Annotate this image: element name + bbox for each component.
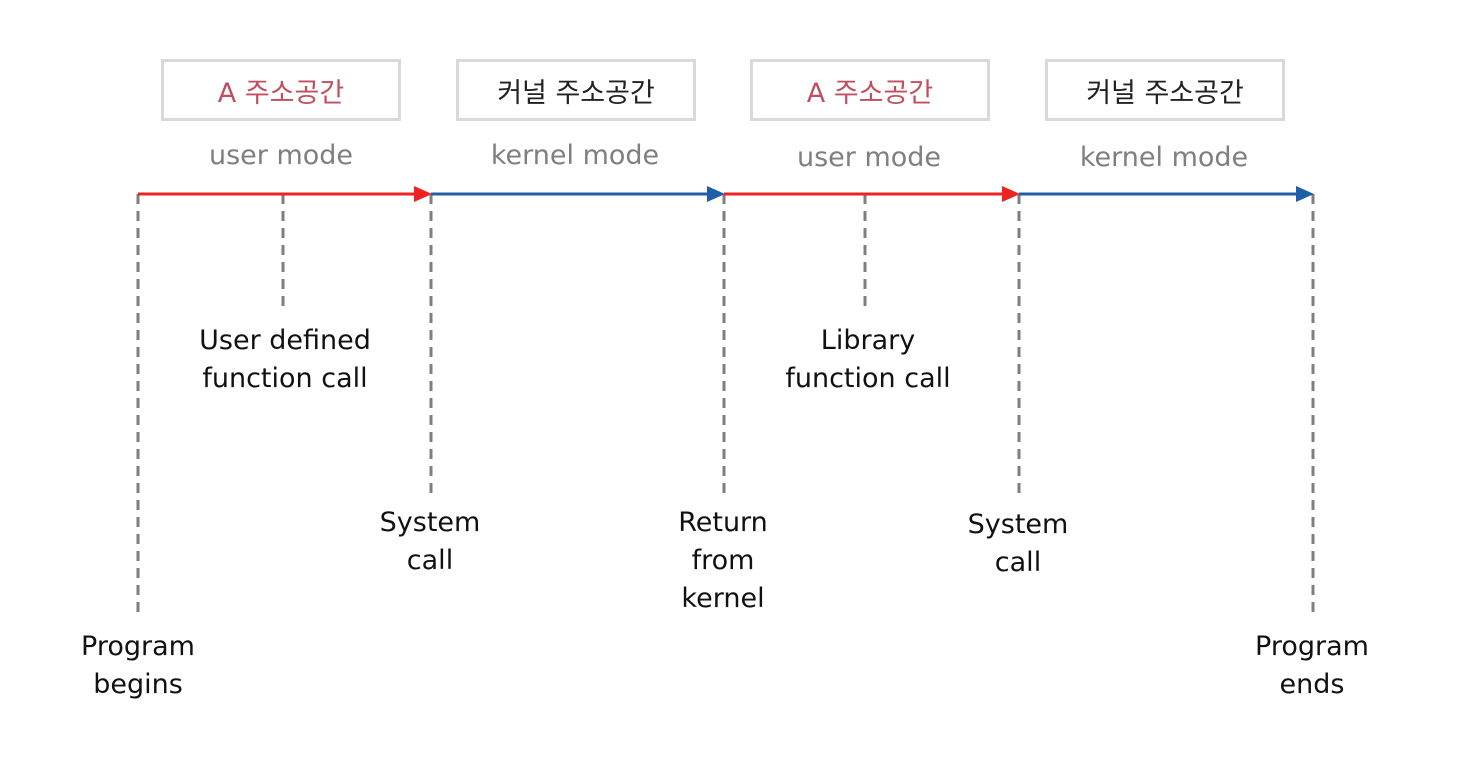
mode-label-user-1: user mode — [208, 140, 354, 171]
arrowhead-user-2 — [1002, 186, 1020, 202]
event-label-program-ends: Program ends — [1255, 631, 1369, 700]
event-label-library-function-call: Library function call — [785, 325, 951, 394]
arrowhead-kernel-1 — [707, 186, 725, 202]
address-space-box-kernel-1: 커널 주소공간 — [456, 59, 696, 121]
event-label-system-call-1: System call — [379, 507, 481, 576]
address-space-box-kernel-2: 커널 주소공간 — [1045, 59, 1285, 121]
address-space-box-user-1: A 주소공간 — [161, 59, 401, 121]
event-label-return-from-kernel: Return from kernel — [678, 507, 768, 614]
arrowhead-user-1 — [414, 186, 432, 202]
event-label-user-function-call: User defined function call — [199, 325, 371, 394]
mode-label-kernel-1: kernel mode — [490, 140, 660, 171]
mode-label-kernel-2: kernel mode — [1079, 142, 1249, 173]
event-label-system-call-2: System call — [967, 509, 1069, 578]
arrowhead-kernel-2 — [1296, 186, 1314, 202]
event-label-program-begins: Program begins — [81, 631, 195, 700]
mode-label-user-2: user mode — [796, 142, 942, 173]
address-space-box-user-2: A 주소공간 — [750, 59, 990, 121]
